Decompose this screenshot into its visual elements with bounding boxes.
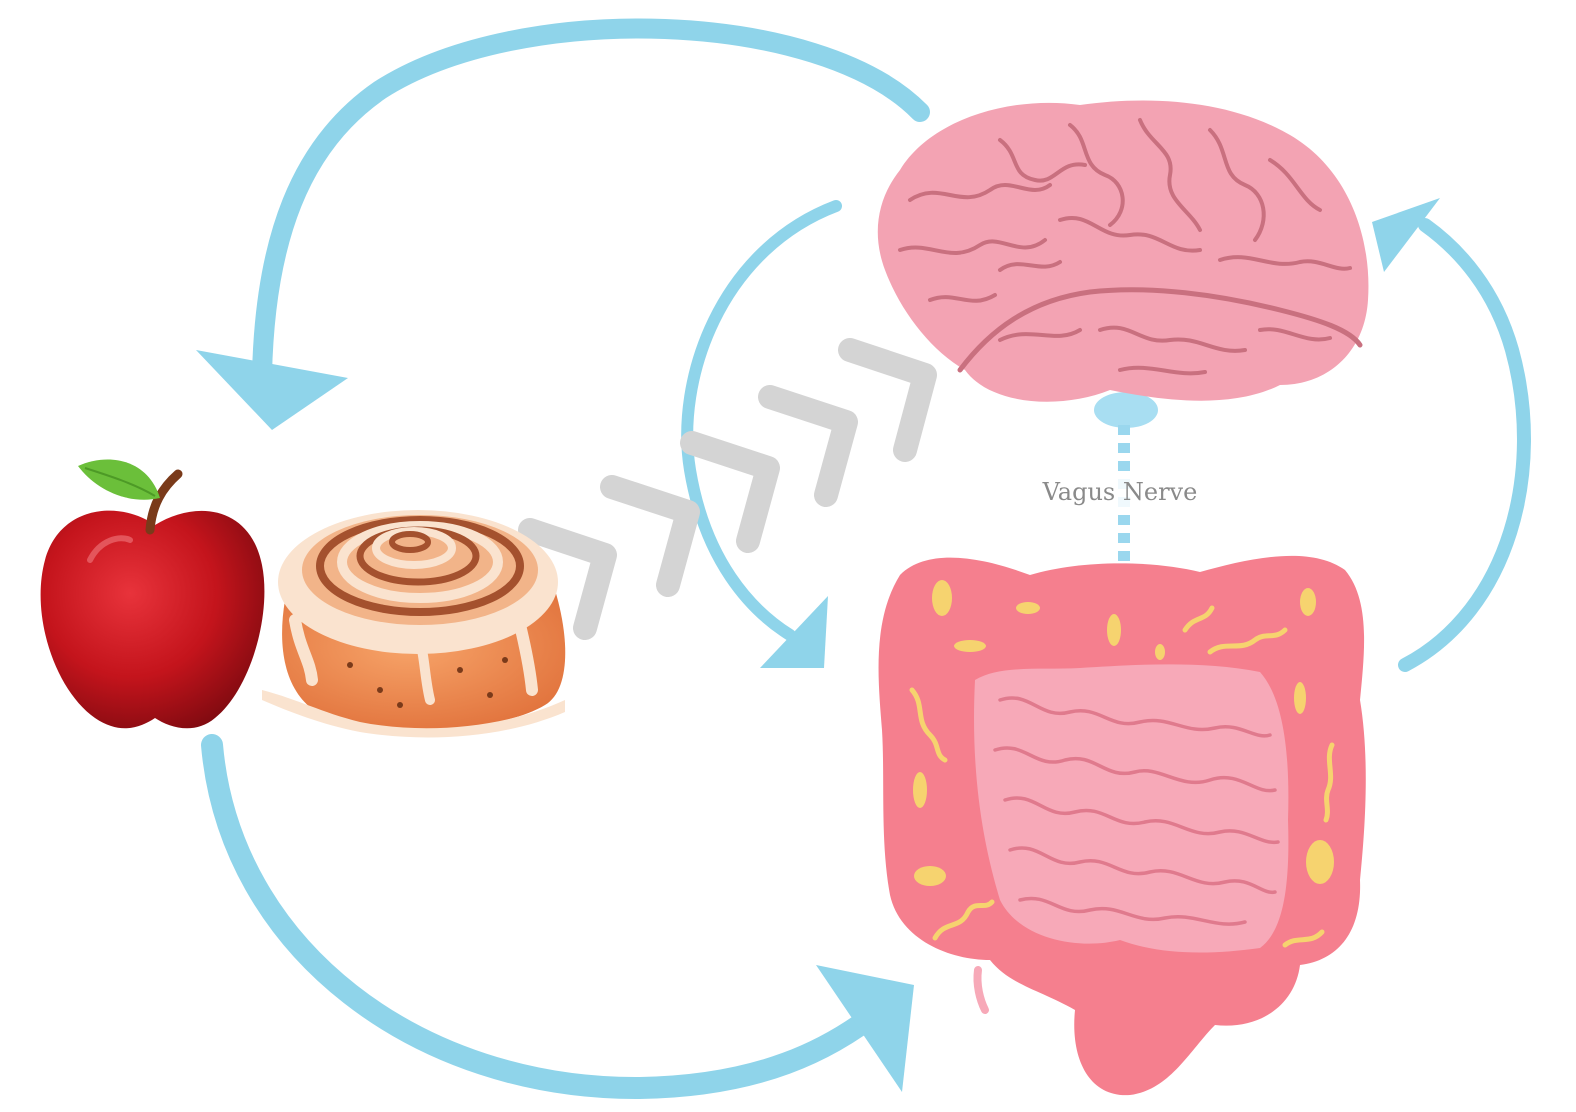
arrow-food-to-gut — [212, 745, 914, 1092]
cinnamon-roll-icon — [262, 510, 565, 737]
arrow-brain-to-food — [196, 29, 920, 430]
nerve-node-top — [1094, 392, 1158, 428]
chevron-5 — [850, 350, 925, 450]
apple-icon — [41, 460, 265, 729]
brain-icon — [878, 100, 1369, 401]
chevron-4 — [770, 397, 846, 495]
chevron-2 — [612, 487, 688, 585]
arrow-gut-to-brain — [1372, 198, 1524, 665]
intestines-icon — [879, 556, 1366, 1095]
chevrons-food-to-brain — [530, 350, 925, 628]
vagus-nerve-label: Vagus Nerve — [1042, 478, 1198, 506]
